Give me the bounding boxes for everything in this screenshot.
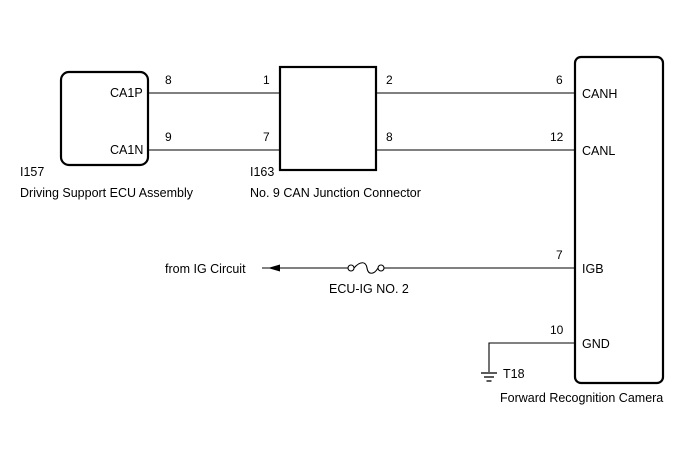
ecu-name: Driving Support ECU Assembly (20, 186, 194, 200)
ground-icon (481, 372, 497, 382)
power-source-label: from IG Circuit (165, 262, 246, 276)
camera-terminal-igb: IGB (582, 262, 604, 276)
fuse-terminal-right (377, 264, 385, 272)
ground-code: T18 (503, 367, 525, 381)
camera-box (573, 55, 665, 385)
ecu-box (59, 70, 150, 167)
ecu-terminal-ca1p: CA1P (110, 86, 143, 100)
camera-name: Forward Recognition Camera (500, 391, 663, 405)
camera-terminal-canh: CANH (582, 87, 617, 101)
ecu-code: I157 (20, 165, 44, 179)
junction-pin-out-1: 2 (386, 73, 393, 87)
junction-pin-in-1: 1 (263, 73, 270, 87)
junction-pin-in-2: 7 (263, 130, 270, 144)
camera-pin-canl: 12 (550, 130, 564, 144)
junction-code: I163 (250, 165, 274, 179)
camera-pin-canh: 6 (556, 73, 563, 87)
fuse-icon (353, 262, 379, 274)
camera-terminal-canl: CANL (582, 144, 615, 158)
ground-line (481, 342, 575, 382)
camera-pin-igb: 7 (556, 248, 563, 262)
camera-pin-gnd: 10 (550, 323, 564, 337)
ecu-terminal-ca1n: CA1N (110, 143, 143, 157)
fuse-label: ECU-IG NO. 2 (329, 282, 409, 296)
arrow-icon (268, 264, 280, 272)
junction-pin-out-2: 8 (386, 130, 393, 144)
ecu-pin-ca1p: 8 (165, 73, 172, 87)
junction-box (278, 65, 378, 172)
camera-terminal-gnd: GND (582, 337, 610, 351)
junction-name: No. 9 CAN Junction Connector (250, 186, 421, 200)
fuse-terminal-left (347, 264, 355, 272)
ig-power-line (262, 262, 575, 274)
ecu-pin-ca1n: 9 (165, 130, 172, 144)
